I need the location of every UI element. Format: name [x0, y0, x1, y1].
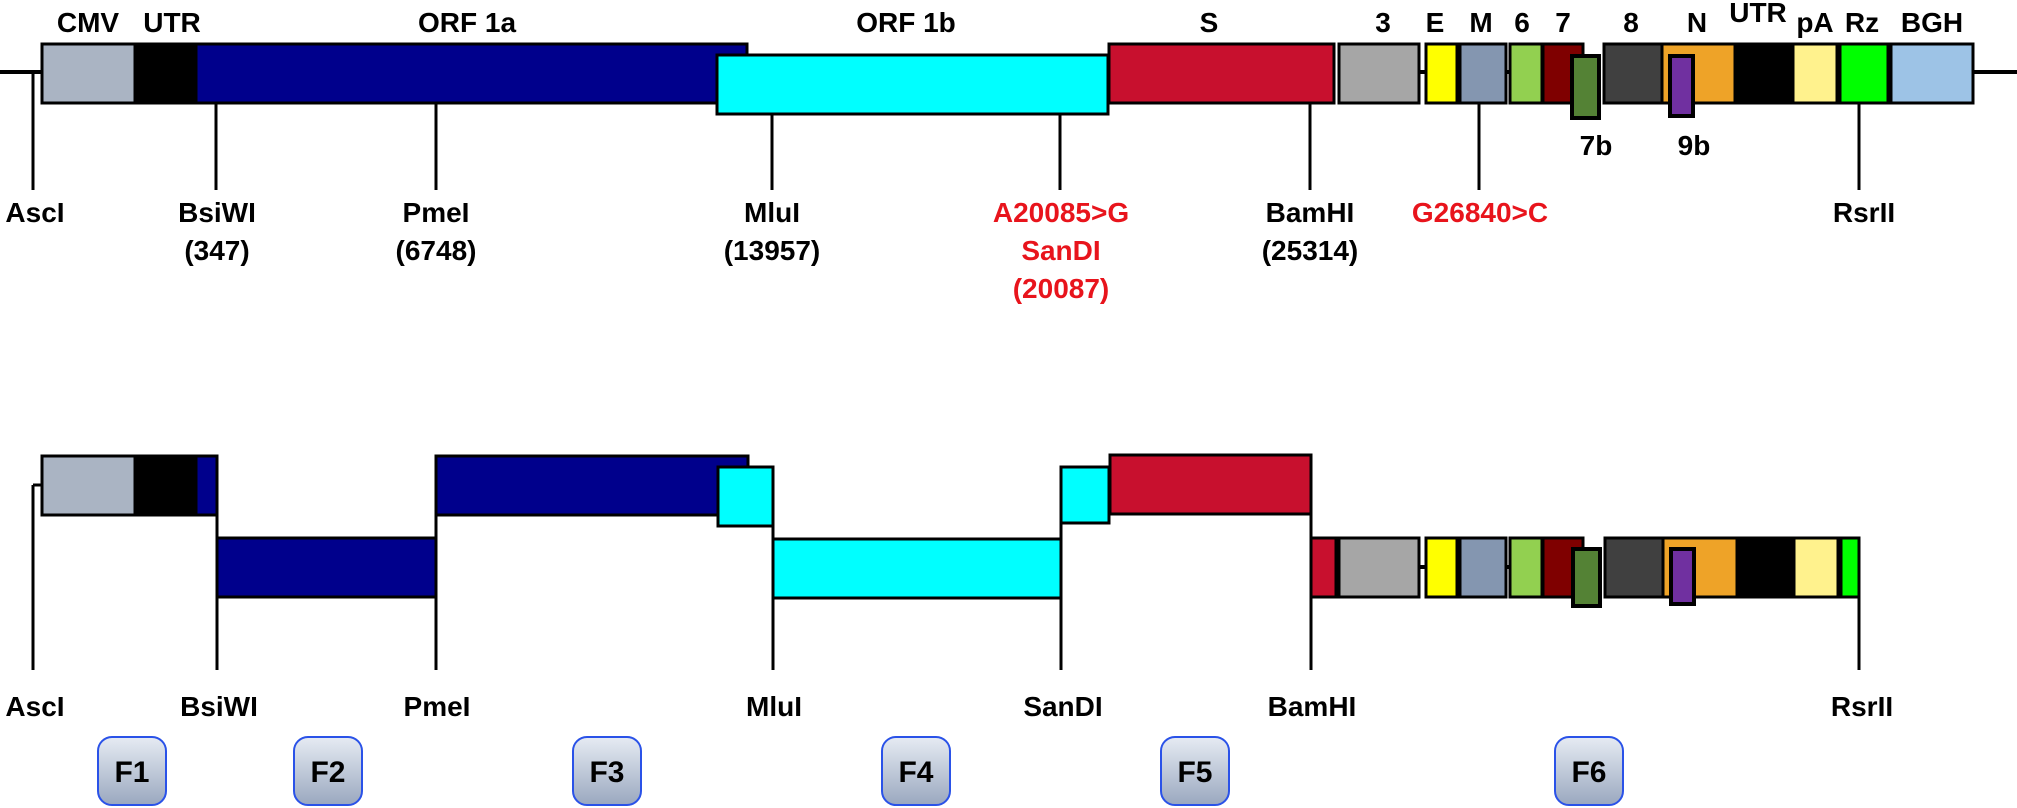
utr5-box [136, 42, 198, 105]
polya-label: pA [1796, 7, 1833, 38]
orf1b-label: ORF 1b [856, 7, 956, 38]
fragment-f5-label: F5 [1177, 756, 1212, 789]
f6-gene9b-box [1669, 547, 1696, 606]
top-site-ticks [31, 74, 1861, 190]
gene3-label: 3 [1375, 7, 1391, 38]
mlui-label: MluI [744, 197, 800, 228]
utr5-label: UTR [143, 7, 201, 38]
fragment-f2-label: F2 [310, 756, 345, 789]
gene3-box [1337, 42, 1421, 105]
f6-gene6-box [1508, 536, 1544, 599]
rsrii-label: RsrII [1833, 197, 1895, 228]
utr3-box [1733, 42, 1795, 105]
fragment-f1-badge: F1 [97, 736, 167, 806]
b-bamhi-label: BamHI [1268, 691, 1357, 722]
cmv-label: CMV [57, 7, 120, 38]
f6-gene3-box [1337, 536, 1421, 599]
mlui-position: (13957) [724, 235, 821, 266]
bsiwi-position: (347) [184, 235, 249, 266]
gene9b-box [1668, 54, 1695, 118]
bamhi-label: BamHI [1266, 197, 1355, 228]
cmv-box [40, 42, 137, 105]
orf1b-box [715, 53, 1110, 116]
gene8-box [1602, 42, 1664, 105]
b-sandi-label: SanDI [1023, 691, 1102, 722]
s-gene-box [1107, 42, 1336, 105]
fragment-f4-label: F4 [898, 756, 933, 789]
f6-polya-box [1792, 536, 1840, 599]
f6-ribozyme-box [1839, 536, 1861, 599]
b-rsrii-label: RsrII [1831, 691, 1893, 722]
bamhi-position: (25314) [1262, 235, 1359, 266]
s-gene-label: S [1200, 7, 1219, 38]
mutation-a20085g-label: A20085>G [993, 197, 1129, 228]
bsiwi-label: BsiWI [178, 197, 256, 228]
f3-orf1b-box [716, 465, 775, 528]
fragment-f5-badge: F5 [1160, 736, 1230, 806]
ribozyme-box [1838, 42, 1890, 105]
polya-box [1791, 42, 1839, 105]
f6-gene7b-box [1571, 547, 1602, 608]
f1-orf1a-box [194, 454, 219, 517]
f6-utr3-box [1735, 536, 1796, 599]
gene6-box [1508, 42, 1544, 105]
b-pmei-label: PmeI [404, 691, 471, 722]
ribozyme-label: Rz [1845, 7, 1879, 38]
bgh-box [1889, 42, 1975, 105]
f2-orf1a-box [215, 536, 438, 599]
gene9b-label: 9b [1678, 130, 1711, 161]
f6-m-gene-box [1458, 536, 1508, 599]
ascI-label: AscI [5, 197, 64, 228]
b-ascI-label: AscI [5, 691, 64, 722]
f5-orf1b-box [1059, 465, 1111, 525]
orf1a-box [194, 42, 749, 105]
f5-s-gene-box [1108, 453, 1313, 516]
gene7b-box [1570, 54, 1601, 120]
sandi-position: (20087) [1013, 273, 1110, 304]
mutation-g26840c-label: G26840>C [1412, 197, 1548, 228]
b-bsiwi-label: BsiWI [180, 691, 258, 722]
f3-orf1a-box [434, 454, 750, 517]
b-mlui-label: MluI [746, 691, 802, 722]
bottom-site-ticks [31, 456, 1861, 670]
bgh-label: BGH [1901, 7, 1963, 38]
e-gene-label: E [1426, 7, 1445, 38]
fragment-f6-label: F6 [1571, 756, 1606, 789]
m-gene-box [1458, 42, 1508, 105]
f6-s-gene-box [1309, 536, 1338, 599]
pmei-position: (6748) [396, 235, 477, 266]
m-gene-label: M [1469, 7, 1492, 38]
f1-cmv-box [40, 454, 137, 517]
fragment-f6-badge: F6 [1554, 736, 1624, 806]
f1-utr-box [136, 454, 198, 517]
fragment-assembly: AscI BsiWI PmeI MluI SanDI BamHI RsrII F… [5, 453, 1893, 806]
full-length-construct: CMV UTR ORF 1a ORF 1b S 3 E M 6 7 8 N UT… [0, 0, 2017, 304]
gene7-label: 7 [1555, 7, 1571, 38]
orf1a-label: ORF 1a [418, 7, 516, 38]
f6-gene8-box [1603, 536, 1665, 599]
fragment-f2-badge: F2 [293, 736, 363, 806]
f4-orf1b-box [771, 537, 1063, 600]
gene6-label: 6 [1514, 7, 1530, 38]
fragment-f3-label: F3 [589, 756, 624, 789]
sandi-label: SanDI [1021, 235, 1100, 266]
gene7b-label: 7b [1580, 130, 1613, 161]
n-gene-label: N [1687, 7, 1707, 38]
e-gene-box [1424, 42, 1459, 105]
fragment-f4-badge: F4 [881, 736, 951, 806]
fragment-f1-label: F1 [114, 756, 149, 789]
pmei-label: PmeI [403, 197, 470, 228]
fragment-f3-badge: F3 [572, 736, 642, 806]
f6-e-gene-box [1424, 536, 1459, 599]
utr3-label: UTR [1729, 0, 1787, 28]
gene8-label: 8 [1623, 7, 1639, 38]
